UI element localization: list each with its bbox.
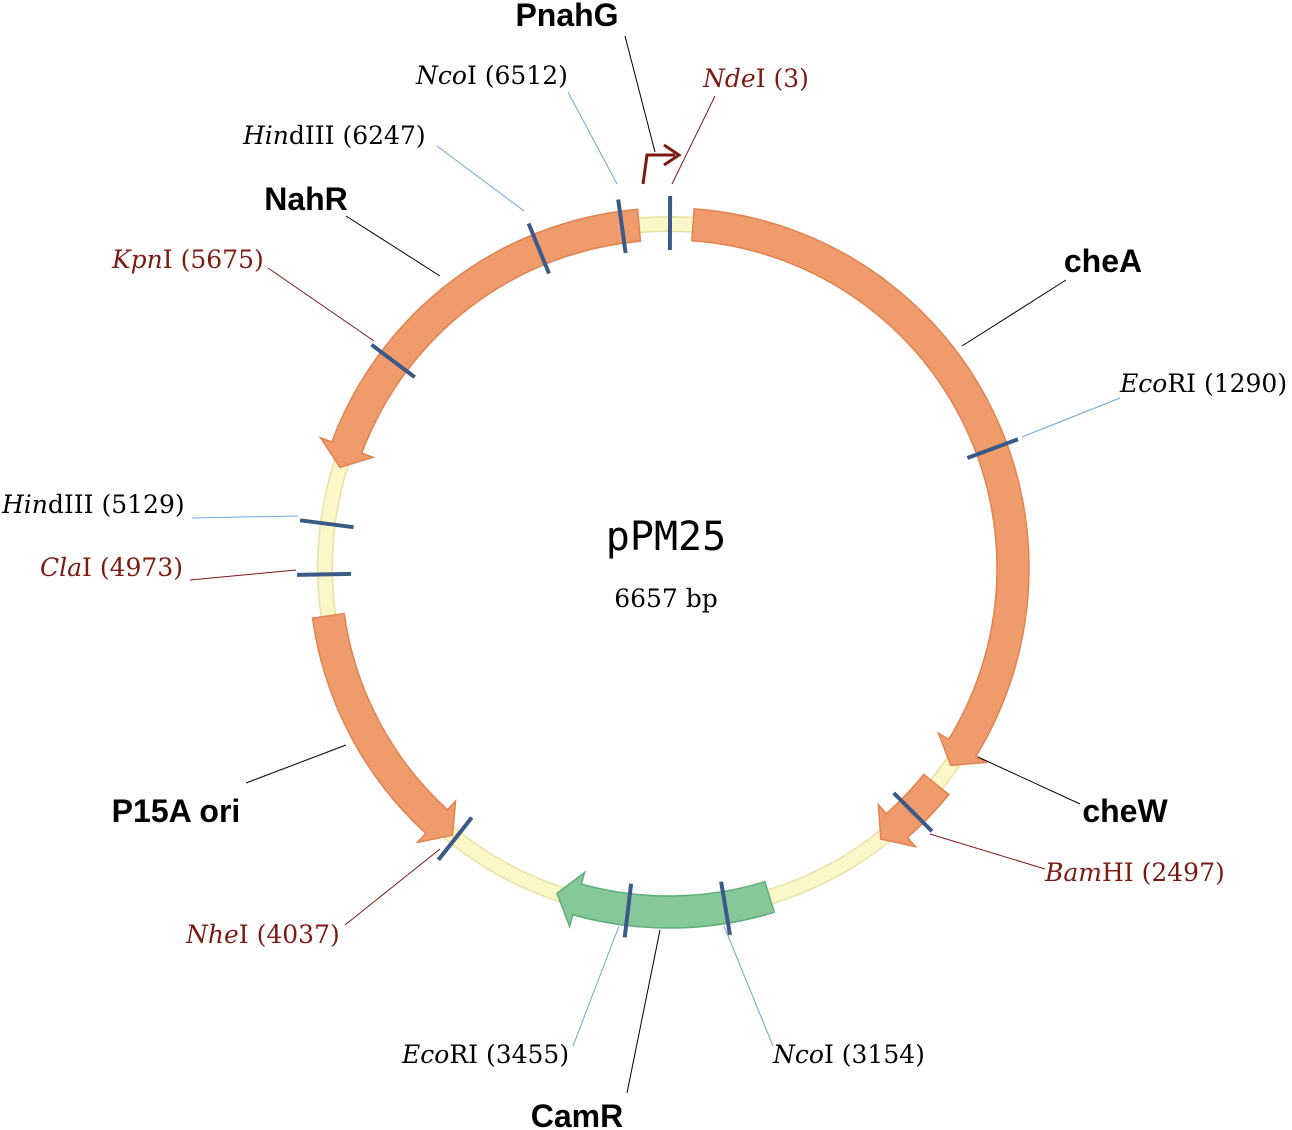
leader-line-hindiii-6247 — [436, 145, 525, 212]
feature-label-p15a-ori: P15A ori — [112, 793, 241, 829]
site-tick-ncoi-6512 — [616, 199, 628, 254]
site-label-hindiii-5129: HindIII (5129) — [1, 490, 185, 519]
feature-label-nahr: NahR — [264, 181, 348, 217]
feature-arrow-nahr — [318, 208, 642, 469]
site-tick-hindiii-5129 — [299, 518, 354, 530]
site-label-ncoi-3154: NcoI (3154) — [772, 1040, 925, 1069]
leader-line-clai — [189, 569, 297, 581]
site-label-hindiii-6247: HindIII (6247) — [242, 121, 426, 150]
feature-label-chea: cheA — [1064, 243, 1142, 279]
site-tick-kpni — [370, 343, 416, 379]
leaders-layer — [189, 35, 1121, 1094]
site-label-ecori-1290: EcoRI (1290) — [1119, 369, 1287, 398]
plasmid-size: 6657 bp — [614, 584, 718, 613]
leader-line-ecori-3455 — [572, 925, 620, 1047]
site-label-ecori-3455: EcoRI (3455) — [401, 1040, 569, 1069]
feature-arrow-p15a — [311, 612, 457, 844]
site-label-bamhi: BamHI (2497) — [1044, 858, 1225, 887]
site-ticks-layer — [297, 195, 1019, 938]
promoter-arrow-pnahg — [641, 143, 682, 185]
leader-line-pnahg — [624, 35, 656, 153]
feature-arrow-camr — [556, 870, 776, 929]
feature-arrow-chea — [691, 208, 1030, 767]
site-tick-ncoi-3154 — [719, 881, 732, 936]
site-tick-hindiii-6247 — [526, 222, 551, 275]
site-tick-ecori-3455 — [622, 883, 634, 938]
site-tick-ecori-1290 — [966, 437, 1019, 460]
leader-line-p15a-ori — [245, 744, 347, 784]
leader-line-chea — [961, 279, 1067, 347]
leader-line-ncoi-6512 — [567, 91, 618, 185]
leader-line-ecori-1290 — [1021, 397, 1121, 438]
leader-line-nhei — [344, 848, 441, 926]
site-label-nhei: NheI (4037) — [185, 920, 340, 949]
leader-line-chew — [977, 756, 1081, 805]
plasmid-name: pPM25 — [606, 514, 726, 560]
promoter-label-pnahg: PnahG — [515, 0, 618, 33]
feature-label-chew: cheW — [1082, 793, 1168, 829]
site-label-ndei: NdeI (3) — [702, 64, 809, 93]
site-label-kpni: KpnI (5675) — [111, 245, 264, 274]
features-layer — [311, 208, 1030, 929]
leader-line-nahr — [345, 215, 441, 277]
site-tick-nhei — [436, 816, 474, 862]
feature-label-camr: CamR — [531, 1098, 623, 1130]
leader-line-ncoi-3154 — [723, 925, 774, 1047]
leader-line-camr — [626, 929, 661, 1094]
leader-line-hindiii-5129 — [191, 515, 299, 519]
site-tick-bamhi — [892, 791, 934, 833]
site-label-ncoi-6512: NcoI (6512) — [415, 61, 568, 90]
leader-line-bamhi — [929, 833, 1046, 870]
site-tick-clai — [297, 571, 352, 577]
leader-line-ndei — [671, 95, 716, 185]
leader-line-kpni — [267, 267, 375, 342]
site-label-clai: ClaI (4973) — [40, 553, 183, 582]
